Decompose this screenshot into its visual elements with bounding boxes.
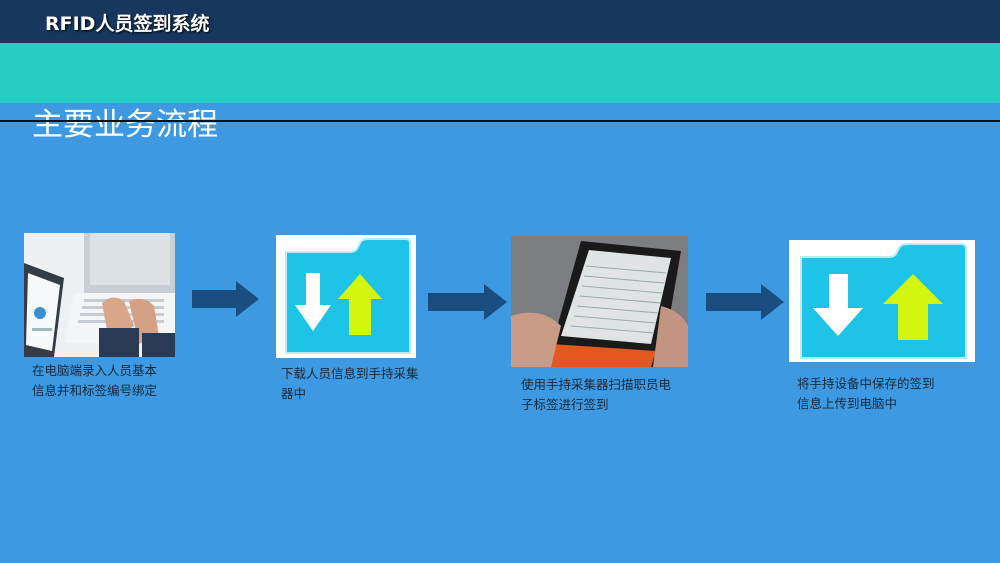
handheld-reader-photo [511,236,688,367]
section-title: 主要业务流程 [32,107,218,143]
divider [0,120,1000,122]
section-band: 主要业务流程 [0,43,1000,143]
step-caption: 将手持设备中保存的签到信息上传到电脑中 [797,376,935,411]
header-bar: RFID人员签到系统 [0,0,1000,43]
flow-arrow-icon [706,284,784,320]
step-caption: 下载人员信息到手持采集器中 [281,366,419,401]
folder-transfer-icon [276,235,416,358]
system-title: RFID人员签到系统 [45,13,210,35]
laptop-photo [24,233,175,357]
flow-arrow-icon [428,284,507,320]
folder-transfer-icon [789,240,975,362]
step-caption: 使用手持采集器扫描职员电子标签进行签到 [521,377,672,412]
flow-arrow-icon [192,281,259,317]
step-caption: 在电脑端录入人员基本信息并和标签编号绑定 [32,363,158,398]
